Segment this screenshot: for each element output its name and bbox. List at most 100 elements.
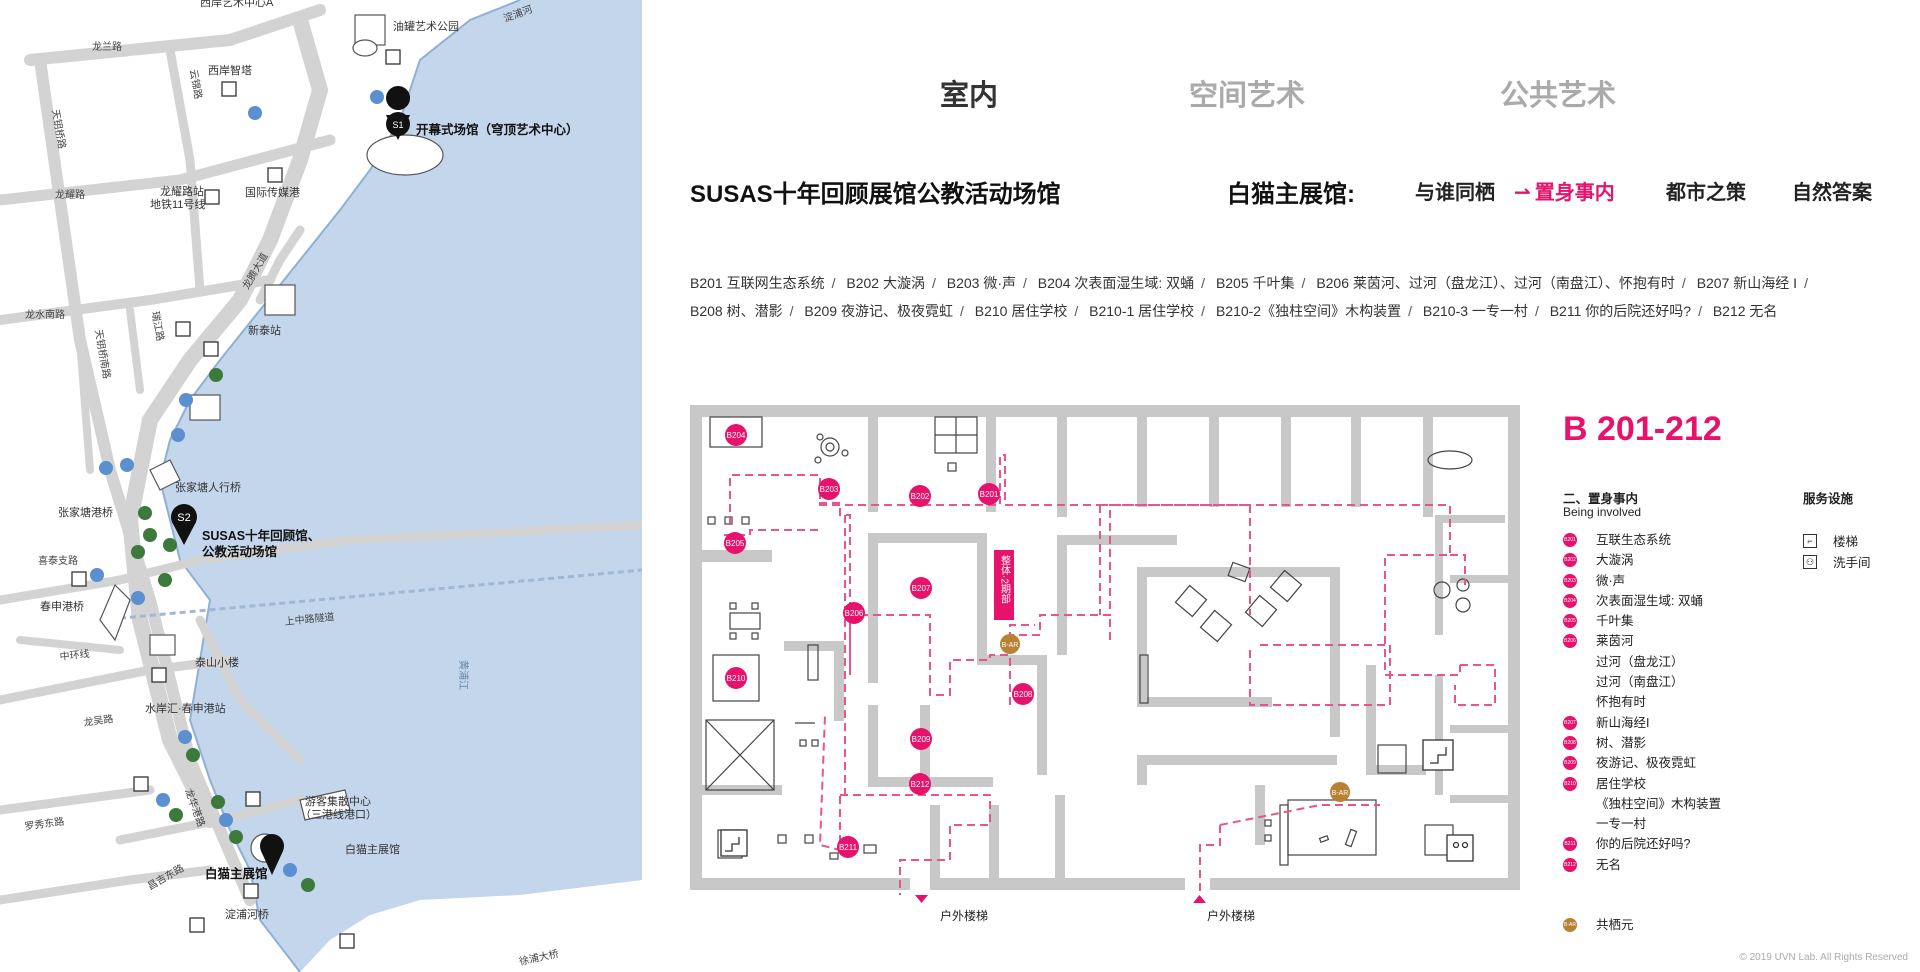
- legend-item[interactable]: 《独柱空间》木构装置: [1563, 794, 1783, 814]
- exhibit-marker-b210[interactable]: B210: [725, 667, 747, 689]
- place-chunshen-bridge: 春申港桥: [40, 600, 84, 613]
- exhibit-marker-b205[interactable]: B205: [724, 532, 746, 554]
- legend-dot-icon: B208: [1563, 735, 1577, 750]
- exhibit-item[interactable]: B209 夜游记、极夜霓虹: [804, 303, 953, 319]
- road-label-xitai: 喜泰支路: [38, 554, 78, 567]
- exhibit-item[interactable]: B207 新山海经 I: [1696, 275, 1798, 291]
- exhibit-item[interactable]: B208 树、潜影: [690, 303, 783, 319]
- legend-item-label: 千叶集: [1596, 614, 1634, 629]
- legend-dot-icon: B202: [1563, 553, 1577, 568]
- exhibit-marker-b208[interactable]: B208: [1012, 683, 1034, 705]
- subnav-involved[interactable]: ⇀置身事内: [1514, 176, 1615, 205]
- legend-item[interactable]: B209 夜游记、极夜霓虹: [1563, 753, 1783, 773]
- legend-item-label: 过河（南盘江）: [1596, 675, 1684, 690]
- legend-item[interactable]: 过河（盘龙江）: [1563, 652, 1783, 672]
- place-media-port: 国际传媒港: [245, 186, 300, 199]
- restroom-icon: ⚇: [1803, 555, 1817, 569]
- exhibit-item[interactable]: B203 微·声: [946, 275, 1016, 291]
- map-pin-susas[interactable]: S2: [171, 504, 197, 545]
- exhibit-marker-b207[interactable]: B207: [910, 577, 932, 599]
- tab-spatial-art[interactable]: 空间艺术: [1189, 80, 1306, 112]
- floor-plan-furniture: [705, 416, 1473, 866]
- exhibit-marker-b202[interactable]: B202: [909, 485, 931, 507]
- exhibit-item[interactable]: B206 莱茵河、过河（盘龙江）、过河（南盘江）、怀抱有时: [1316, 275, 1675, 291]
- exhibit-item[interactable]: B202 大漩涡: [846, 275, 925, 291]
- exhibit-marker-label: B204: [727, 431, 746, 440]
- tunnel-line: [99, 568, 642, 622]
- exhibit-item[interactable]: B210-2《独柱空间》木构装置: [1215, 303, 1402, 319]
- legend-item-label: 《独柱空间》木构装置: [1596, 796, 1722, 811]
- land-area: [0, 0, 520, 972]
- legend-item[interactable]: 一专一村: [1563, 814, 1783, 834]
- place-susas-hall-sub: 公教活动场馆: [202, 544, 277, 559]
- stairs-icon: ⌐: [1803, 534, 1817, 548]
- ar-marker[interactable]: B-AR: [1330, 782, 1350, 802]
- legend-item-label: 共栖元: [1596, 918, 1634, 932]
- exhibit-marker-label: B203: [820, 485, 839, 494]
- legend-item[interactable]: 过河（南盘江）: [1563, 672, 1783, 692]
- exhibit-item[interactable]: B210-3 一专一村: [1422, 303, 1528, 319]
- tab-public-art[interactable]: 公共艺术: [1500, 80, 1617, 112]
- ar-marker-label: B-AR: [1332, 790, 1349, 797]
- place-white-cat-main-hall: 白猫主展馆: [205, 866, 268, 881]
- place-susas-hall: SUSAS十年回顾馆、: [202, 528, 320, 543]
- tab-indoor[interactable]: 室内: [940, 80, 999, 112]
- vertical-banner: [994, 550, 1014, 620]
- exhibit-marker-b206[interactable]: B206: [843, 602, 865, 624]
- exhibit-marker-label: B205: [726, 539, 745, 548]
- exhibit-item[interactable]: B212 无名: [1712, 303, 1778, 319]
- legend-dot-icon: B209: [1563, 756, 1577, 771]
- vertical-banner-label: 整体·2期部: [999, 554, 1011, 605]
- site-map[interactable]: 龙兰路 云锦路 天钥桥路 龙耀路 龙腾大道 龙水南路 瑞江路 天钥桥南路 上中路…: [0, 0, 642, 972]
- road-label-longlan: 龙兰路: [92, 40, 122, 53]
- exhibit-list-line-2: B208 树、潜影/ B209 夜游记、极夜霓虹/ B210 居住学校/ B21…: [690, 303, 1778, 319]
- subnav-live-together[interactable]: 与谁同栖: [1415, 176, 1495, 205]
- venue-title-link[interactable]: SUSAS十年回顾展馆公教活动场馆: [690, 181, 1061, 208]
- exhibit-item[interactable]: B204 次表面湿生域: 双蛹: [1037, 275, 1195, 291]
- exhibit-marker-label: B201: [980, 490, 999, 499]
- exhibit-marker-b209[interactable]: B209: [910, 728, 932, 750]
- exhibit-marker-b201[interactable]: B201: [978, 483, 1000, 505]
- map-pin-opening-label: S1: [392, 120, 403, 130]
- tab-bar: 室内 空间艺术 公共艺术: [0, 72, 1920, 112]
- map-pin-opening[interactable]: S1: [386, 86, 411, 140]
- subnav-urban-strategy[interactable]: 都市之策: [1666, 176, 1746, 205]
- place-zhangjiatang-bridge: 张家塘港桥: [58, 505, 113, 519]
- legend-item-label: 夜游记、极夜霓虹: [1596, 756, 1697, 771]
- exhibit-marker-b211[interactable]: B211: [837, 836, 859, 858]
- exhibit-item[interactable]: B201 互联网生态系统: [690, 275, 825, 291]
- road-network: [0, 4, 642, 906]
- place-metro-line-11: 地铁11号线: [150, 197, 205, 211]
- exhibit-item[interactable]: B205 千叶集: [1215, 275, 1295, 291]
- ar-marker[interactable]: B-AR: [1000, 634, 1020, 654]
- copyright-text: © 2019 UVN Lab. All Rights Reserved: [1739, 952, 1908, 963]
- place-zhangjiatang-footbridge: 张家塘人行桥: [175, 480, 241, 494]
- map-pin-white-cat[interactable]: [260, 834, 284, 875]
- legend-item[interactable]: 怀抱有时: [1563, 692, 1783, 712]
- exhibit-marker-b203[interactable]: B203: [818, 478, 840, 500]
- facility-icons: [71, 49, 401, 949]
- exhibit-marker-b212[interactable]: B212: [909, 773, 931, 795]
- exhibit-marker-b204[interactable]: B204: [725, 424, 747, 446]
- exhibit-item[interactable]: B210-1 居住学校: [1089, 303, 1195, 319]
- legend-dot-icon: B210: [1563, 776, 1577, 791]
- land-south: [300, 880, 642, 972]
- exhibit-marker-label: B209: [912, 735, 931, 744]
- exhibit-item[interactable]: B211 你的后院还好吗?: [1549, 303, 1692, 319]
- subnav-nature-answer[interactable]: 自然答案: [1792, 176, 1872, 205]
- exhibit-item[interactable]: B210 居住学校: [974, 303, 1068, 319]
